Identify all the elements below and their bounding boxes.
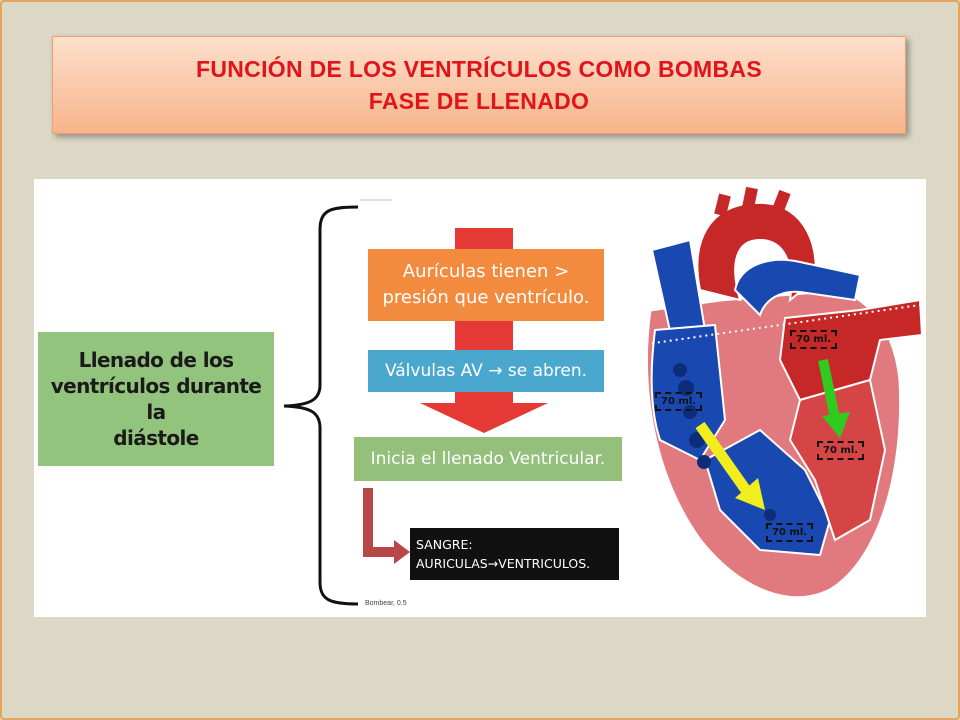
- main-label-text: Llenado de los ventrículos durante la di…: [38, 347, 274, 451]
- volume-label-right-atrium: 70 ml.: [655, 392, 703, 411]
- step4-line-2: AURICULAS→VENTRICULOS.: [416, 556, 591, 571]
- step4-line-1: SANGRE:: [416, 537, 473, 552]
- main-label-line-2: ventrículos durante la: [50, 374, 262, 424]
- volume-label-left-ventricle: 70 ml.: [817, 441, 865, 460]
- aorta-branches: [714, 186, 791, 217]
- step1-line-2: presión que ventrículo.: [382, 287, 590, 308]
- green-arrow-shaft: [818, 358, 840, 420]
- yellow-arrow-shaft: [695, 421, 753, 497]
- step-ventricular-filling: Inicia el llenado Ventricular.: [354, 437, 622, 481]
- pulmonary-artery: [733, 258, 862, 317]
- step-av-valves: Válvulas AV → se abren.: [368, 350, 604, 392]
- title-banner: FUNCIÓN DE LOS VENTRÍCULOS COMO BOMBAS F…: [52, 36, 906, 134]
- main-label-line-3: diástole: [113, 426, 199, 450]
- main-label-box: Llenado de los ventrículos durante la di…: [38, 332, 274, 466]
- dotted-guide: [639, 304, 921, 346]
- step1-line-1: Aurículas tienen >: [402, 261, 570, 282]
- step-blood-flow: SANGRE: AURICULAS→VENTRICULOS.: [410, 528, 619, 580]
- image-credit: Bombear, 0.5: [365, 600, 407, 607]
- volume-label-right-ventricle: 70 ml.: [766, 523, 814, 542]
- left-atrium: [778, 298, 924, 402]
- left-ventricle: [788, 378, 887, 542]
- green-arrow-head: [822, 412, 850, 438]
- volume-label-left-atrium: 70 ml.: [790, 330, 838, 349]
- yellow-arrow-head: [735, 478, 765, 510]
- blood-dots: [673, 363, 776, 521]
- main-label-line-1: Llenado de los: [78, 348, 234, 372]
- step-atria-pressure: Aurículas tienen > presión que ventrícul…: [368, 249, 604, 321]
- title-line-1: FUNCIÓN DE LOS VENTRÍCULOS COMO BOMBAS: [196, 56, 762, 82]
- title-line-2: FASE DE LLENADO: [368, 88, 590, 114]
